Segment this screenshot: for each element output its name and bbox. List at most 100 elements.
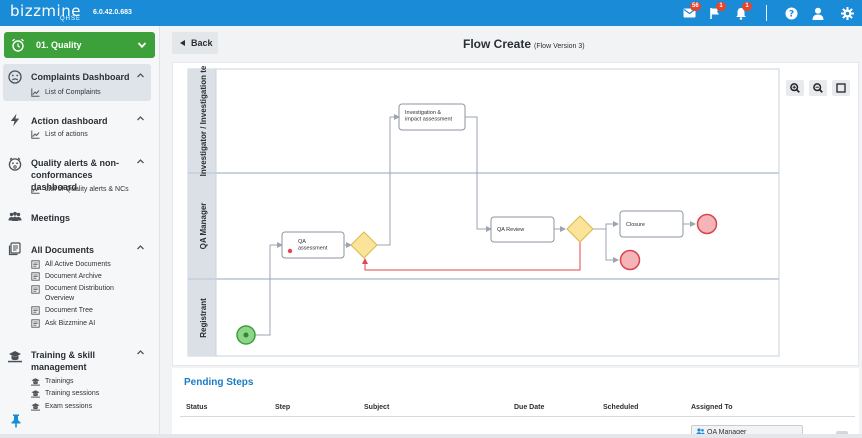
- chevron-up-icon[interactable]: [136, 71, 145, 80]
- document-list-icon: [31, 272, 40, 281]
- flow-connector[interactable]: [593, 221, 619, 230]
- sidebar-group-meetings[interactable]: Meetings: [3, 206, 151, 228]
- fit-screen-icon: [836, 83, 846, 93]
- pool-frame: [187, 68, 780, 357]
- pin-icon[interactable]: [10, 414, 22, 428]
- gateway-qa-assessment[interactable]: [350, 231, 378, 259]
- sidebar-item-label: Document Archive: [45, 273, 102, 280]
- row-action-handle[interactable]: [836, 431, 848, 435]
- table-header-divider: [180, 416, 855, 417]
- caret-left-icon: [180, 40, 185, 46]
- fit-to-screen-button[interactable]: [832, 80, 850, 96]
- flow-connector[interactable]: [376, 114, 400, 246]
- flow-connector[interactable]: [605, 229, 619, 263]
- column-header-assigned-to[interactable]: Assigned To: [691, 404, 733, 411]
- back-button-label: Back: [191, 38, 213, 48]
- sidebar-item-document-tree[interactable]: Document Tree: [31, 306, 93, 315]
- task-qa-assessment[interactable]: [281, 231, 345, 259]
- sidebar-item-list-of-complaints[interactable]: List of Complaints: [31, 88, 101, 97]
- chevron-up-icon[interactable]: [136, 157, 145, 166]
- training-icon: [31, 390, 40, 398]
- gear-icon[interactable]: [840, 6, 854, 20]
- sidebar-group-quality-alerts[interactable]: Quality alerts & non-conformances dashbo…: [3, 152, 151, 198]
- flow-connector[interactable]: [465, 116, 492, 232]
- app-logo-sub: QHSE: [60, 16, 82, 22]
- flag-icon[interactable]: 1: [708, 2, 726, 20]
- document-list-icon: [31, 285, 40, 294]
- training-icon: [31, 378, 40, 386]
- sidebar-item-exam-sessions[interactable]: Exam sessions: [31, 402, 92, 411]
- sidebar-item-label: Trainings: [45, 378, 74, 385]
- mail-icon[interactable]: 56: [682, 2, 701, 20]
- chevron-up-icon[interactable]: [136, 348, 145, 357]
- flow-connector[interactable]: [255, 242, 283, 336]
- sidebar-item-list-of-quality-alerts[interactable]: List of Quality alerts & NCs: [31, 185, 129, 194]
- column-header-status[interactable]: Status: [186, 404, 208, 411]
- end-event-closure[interactable]: [696, 213, 718, 235]
- sidebar-group-complaints[interactable]: Complaints Dashboard List of Complaints: [3, 64, 151, 101]
- pending-steps-title: Pending Steps: [184, 377, 254, 388]
- assigned-to-label: QA Manager: [707, 428, 747, 436]
- module-selector[interactable]: 01. Quality: [4, 32, 155, 58]
- task-label: Investigation &impact assessment: [405, 110, 453, 123]
- start-event-dot: [243, 332, 249, 338]
- sidebar-group-all-documents[interactable]: All Documents All Active Documents Docum…: [3, 238, 151, 334]
- lane-header-column: [188, 69, 216, 356]
- column-header-scheduled[interactable]: Scheduled: [603, 404, 639, 411]
- chart-icon: [31, 130, 40, 139]
- sidebar-item-document-distribution-overview[interactable]: Document Distribution Overview: [31, 284, 131, 304]
- svg-text:?: ?: [788, 9, 793, 19]
- column-header-due-date[interactable]: Due Date: [514, 404, 545, 411]
- app-logo[interactable]: bizzmine: [10, 2, 81, 20]
- bell-icon[interactable]: 1: [734, 2, 752, 20]
- sidebar-group-title: Training & skill management: [31, 350, 96, 372]
- sidebar-item-trainings[interactable]: Trainings: [31, 377, 74, 386]
- zoom-out-icon: [813, 83, 823, 93]
- active-step-indicator: [287, 248, 293, 254]
- chevron-up-icon[interactable]: [136, 114, 145, 123]
- people-icon: [8, 211, 22, 221]
- column-header-subject[interactable]: Subject: [364, 404, 390, 411]
- sidebar-item-label: List of Complaints: [45, 89, 101, 96]
- app-version: 6.0.42.0.683: [93, 9, 132, 16]
- training-icon: [31, 403, 40, 411]
- reject-flow-connector[interactable]: [362, 242, 581, 271]
- sidebar-item-all-active-documents[interactable]: All Active Documents: [31, 260, 111, 269]
- chart-icon: [31, 88, 40, 97]
- sidebar-item-list-of-actions[interactable]: List of actions: [31, 130, 88, 139]
- sidebar-item-label: Document Tree: [45, 307, 93, 314]
- help-icon[interactable]: ?: [784, 6, 798, 20]
- sidebar-group-title: Meetings: [31, 213, 71, 223]
- back-button[interactable]: Back: [172, 32, 218, 54]
- column-header-step[interactable]: Step: [275, 404, 291, 411]
- module-label: 01. Quality: [36, 40, 82, 50]
- task-investigation[interactable]: [398, 103, 466, 131]
- zoom-in-button[interactable]: [786, 80, 804, 96]
- user-icon[interactable]: [811, 6, 825, 20]
- chevron-down-icon: [137, 42, 147, 49]
- topbar-separator: [766, 5, 767, 21]
- task-closure[interactable]: [619, 210, 684, 238]
- sidebar-item-label: Ask Bizzmine AI: [45, 320, 96, 327]
- mail-badge: 56: [690, 2, 701, 11]
- end-event-rejected[interactable]: [619, 249, 641, 271]
- page-subtitle: (Flow Version 3): [534, 43, 585, 50]
- sidebar-group-title: Complaints Dashboard: [31, 72, 130, 82]
- lane-label-qa-manager: QA Manager: [199, 203, 208, 250]
- sidebar-item-training-sessions[interactable]: Training sessions: [31, 389, 99, 398]
- sidebar-group-actions[interactable]: Action dashboard List of actions: [3, 108, 151, 142]
- chevron-up-icon[interactable]: [136, 243, 145, 252]
- sidebar-item-document-archive[interactable]: Document Archive: [31, 272, 102, 281]
- sidebar-item-label: Document Distribution Overview: [45, 285, 114, 302]
- zoom-out-button[interactable]: [809, 80, 827, 96]
- sidebar-group-training[interactable]: Training & skill management Trainings Tr…: [3, 344, 151, 414]
- sidebar-item-label: Training sessions: [45, 390, 100, 397]
- sidebar-item-ask-bizzmine-ai[interactable]: Ask Bizzmine AI: [31, 319, 95, 328]
- sidebar-group-title: Quality alerts & non-conformances dashbo…: [31, 158, 120, 192]
- top-bar: bizzmine QHSE 6.0.42.0.683 56 1 1 ?: [0, 0, 862, 26]
- gateway-qa-review[interactable]: [566, 215, 594, 243]
- lane-label-registrant: Registrant: [199, 298, 208, 338]
- document-list-icon: [31, 319, 40, 328]
- training-icon: [8, 351, 22, 363]
- task-qa-review[interactable]: [490, 216, 555, 243]
